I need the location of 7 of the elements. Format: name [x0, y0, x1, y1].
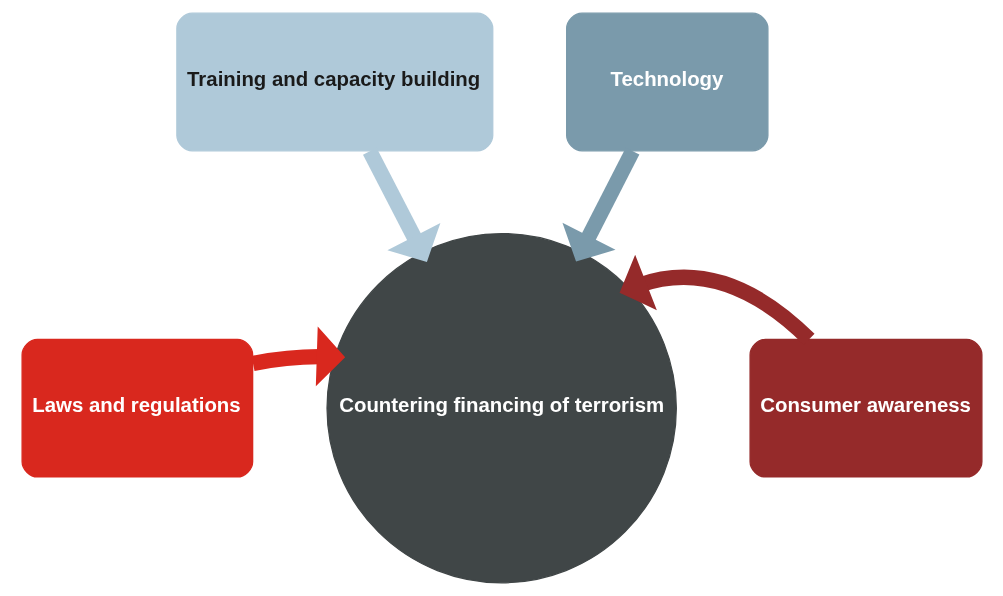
node-box: Technology: [565, 12, 769, 152]
arrow: [561, 147, 639, 262]
arrow: [251, 326, 345, 387]
node-box: Consumer awareness: [748, 338, 983, 478]
node-circle: Countering financing of terrorism: [325, 232, 677, 584]
node-box: Training and capacity building: [175, 12, 493, 152]
node-box: Laws and regulations: [20, 338, 253, 478]
